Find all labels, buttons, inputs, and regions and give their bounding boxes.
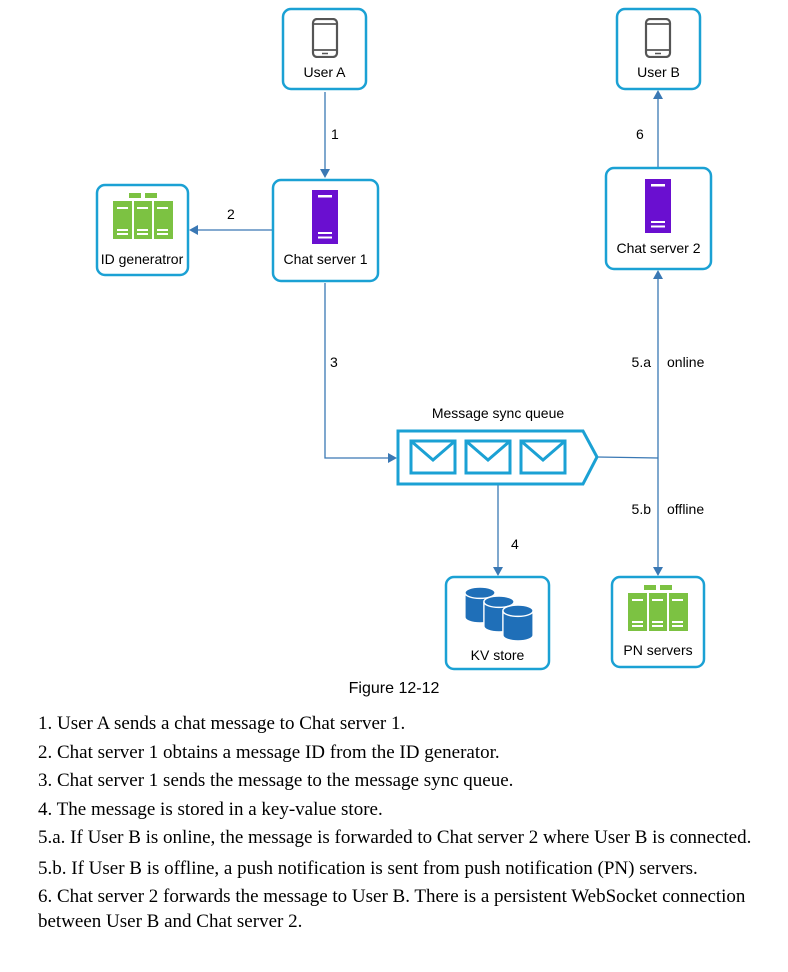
message-sync-queue-node[interactable]: [396, 429, 599, 486]
edge-5a-status: online: [667, 354, 705, 370]
chat-flow-diagram: 1 2 3 4 5.a online 5.b offline 6 User A …: [95, 7, 713, 671]
chat-server-2-node[interactable]: Chat server 2: [604, 166, 713, 271]
edge-5a-arrowhead: [653, 270, 663, 279]
edge-5b-status: offline: [667, 501, 704, 517]
figure-caption: Figure 12-12: [348, 680, 440, 697]
pn-servers-node[interactable]: PN servers: [610, 575, 706, 669]
edge-1-label: 1: [331, 126, 339, 142]
step-2: 2. Chat server 1 obtains a message ID fr…: [38, 741, 500, 763]
envelope-icon: [409, 439, 457, 475]
edge-2-label: 2: [227, 206, 235, 222]
step-6: 6. Chat server 2 forwards the message to…: [38, 886, 746, 932]
edge-5b-arrowhead: [653, 567, 663, 576]
edge-5a-label: 5.a: [632, 354, 652, 370]
id-generator-node[interactable]: ID generatror: [95, 183, 190, 277]
server-tower-icon: [645, 179, 671, 233]
queue-out-line: [596, 456, 659, 459]
edge-3-label: 3: [330, 354, 338, 370]
edge-2-arrowhead: [189, 225, 198, 235]
chat-server-1-node[interactable]: Chat server 1: [271, 178, 380, 283]
edge-4-label: 4: [511, 536, 519, 552]
step-5b: 5.b. If User B is offline, a push notifi…: [38, 857, 698, 879]
chat-server-1-label: Chat server 1: [283, 251, 367, 267]
step-1: 1. User A sends a chat message to Chat s…: [38, 713, 406, 734]
envelope-icon: [519, 439, 567, 475]
id-generator-label: ID generatror: [101, 251, 184, 267]
pn-servers-label: PN servers: [623, 642, 692, 658]
envelope-icon: [464, 439, 512, 475]
chat-server-2-label: Chat server 2: [616, 240, 700, 256]
edge-5b-label: 5.b: [632, 501, 652, 517]
edge-6-label: 6: [636, 126, 644, 142]
kv-store-node[interactable]: KV store: [444, 575, 551, 671]
user-b-label: User B: [637, 64, 680, 80]
kv-store-label: KV store: [471, 647, 525, 663]
edge-4-arrowhead: [493, 567, 503, 576]
edge-1-arrowhead: [320, 169, 330, 178]
message-sync-queue-label: Message sync queue: [432, 405, 565, 421]
step-list: 1. User A sends a chat message to Chat s…: [38, 712, 778, 938]
user-b-node[interactable]: User B: [615, 7, 702, 91]
step-4: 4. The message is stored in a key-value …: [38, 798, 383, 820]
step-3: 3. Chat server 1 sends the message to th…: [38, 770, 514, 791]
edge-6-arrowhead: [653, 90, 663, 99]
edge-3-line: [324, 283, 389, 459]
edge-3-arrowhead: [388, 453, 397, 463]
step-5a: 5.a. If User B is online, the message is…: [38, 827, 752, 848]
user-a-node[interactable]: User A: [281, 7, 368, 91]
user-a-label: User A: [303, 64, 346, 80]
server-tower-icon: [312, 190, 338, 244]
